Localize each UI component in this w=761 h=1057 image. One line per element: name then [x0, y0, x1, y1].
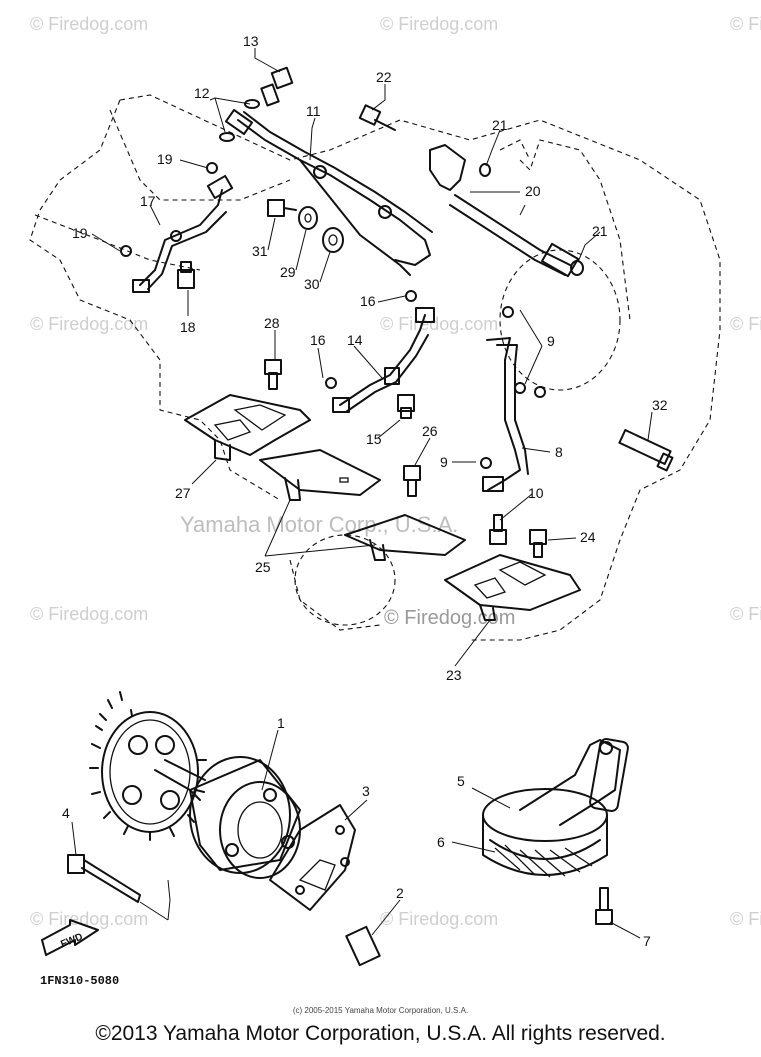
oil-pipe-20 — [429, 144, 584, 278]
oil-strainer-5-6 — [482, 738, 629, 878]
part-label: 16 — [310, 332, 326, 348]
part-label: 17 — [140, 193, 156, 209]
part-label: 15 — [366, 431, 382, 447]
part-label: 4 — [62, 805, 70, 821]
watermark: © Firedog.com — [380, 14, 498, 34]
part-label: 6 — [437, 834, 445, 850]
part-label: 16 — [360, 293, 376, 309]
bolt-4 — [67, 854, 141, 903]
pump-cover-3 — [269, 804, 356, 911]
watermark-yamaha: Yamaha Motor Corp., U.S.A. — [180, 512, 458, 537]
part-label: 8 — [555, 444, 563, 460]
leader-lines — [71, 48, 653, 939]
pipe-17 — [120, 162, 234, 293]
watermark: © Firedog.com — [30, 314, 148, 334]
baffle-plate-27 — [184, 394, 311, 461]
part-label: 27 — [175, 485, 191, 501]
part-label: 12 — [194, 85, 210, 101]
diagram-code: 1FN310-5080 — [40, 974, 120, 988]
baffle-plate-25-lower — [344, 514, 466, 561]
part-label: 18 — [180, 319, 196, 335]
watermark: © Firedog.com — [380, 314, 498, 334]
part-label: 29 — [280, 264, 296, 280]
watermark: © Firedog.com — [380, 909, 498, 929]
part-label: 19 — [157, 151, 173, 167]
footer-copyright: ©2013 Yamaha Motor Corporation, U.S.A. A… — [95, 1022, 666, 1045]
sensor-15 — [397, 394, 415, 419]
part-label: 14 — [347, 332, 363, 348]
part-label: 1 — [277, 715, 285, 731]
part-label: 5 — [457, 773, 465, 789]
engine-outline — [29, 94, 721, 641]
union-bolt-22 — [358, 104, 396, 131]
fwd-arrow-label: FWD — [59, 932, 84, 951]
part-label: 32 — [652, 397, 668, 413]
bolt-26 — [403, 465, 421, 497]
part-label: 3 — [362, 783, 370, 799]
parts-diagram: © Firedog.com © Firedog.com © Firedog.co… — [29, 14, 761, 967]
dowel-pin-2 — [345, 925, 381, 967]
part-labels: 13 12 11 22 21 20 21 19 17 19 18 31 29 3… — [62, 33, 668, 949]
part-label: 11 — [306, 103, 321, 119]
sensor-32 — [618, 429, 674, 472]
small-copyright: (c) 2005-2015 Yamaha Motor Corporation, … — [292, 1006, 469, 1015]
part-label: 20 — [525, 183, 541, 199]
watermark: © Firedog.com — [730, 314, 761, 334]
part-label: 7 — [643, 933, 651, 949]
oil-pump-1 — [89, 691, 301, 879]
pipe-8 — [480, 306, 546, 492]
part-label: 13 — [243, 33, 259, 49]
watermark-firedog-center: © Firedog.com — [384, 607, 515, 629]
watermark: © Firedog.com — [730, 604, 761, 624]
part-label: 31 — [252, 243, 268, 259]
bolt-10 — [489, 514, 507, 545]
part-label: 21 — [492, 117, 508, 133]
part-label: 23 — [446, 667, 462, 683]
banjo-bolt-13 — [260, 66, 294, 107]
part-label: 22 — [376, 69, 392, 85]
part-label: 9 — [547, 333, 555, 349]
sensor-18 — [177, 261, 195, 289]
part-label: 9 — [440, 454, 448, 470]
baffle-plate-25-upper — [259, 449, 381, 501]
gasket-12 — [219, 99, 260, 142]
part-label: 26 — [422, 423, 438, 439]
part-label: 30 — [304, 276, 320, 292]
part-label: 25 — [255, 559, 271, 575]
oil-delivery-pipe-11 — [224, 108, 433, 276]
watermark-layer: © Firedog.com © Firedog.com © Firedog.co… — [30, 14, 761, 929]
part-label: 19 — [72, 225, 88, 241]
watermark: © Firedog.com — [30, 909, 148, 929]
part-label: 28 — [264, 315, 280, 331]
bolt-24 — [529, 529, 547, 558]
pipe-14 — [325, 290, 435, 413]
part-label: 21 — [592, 223, 608, 239]
watermark: © Firedog.com — [730, 909, 761, 929]
part-label: 24 — [580, 529, 596, 545]
part-label: 2 — [396, 885, 404, 901]
bolt-31-washer-29-30 — [267, 199, 344, 253]
part-label: 10 — [528, 485, 544, 501]
watermark: © Firedog.com — [30, 604, 148, 624]
bolt-7 — [595, 887, 613, 925]
bolt-28 — [264, 359, 282, 390]
watermark: © Firedog.com — [730, 14, 761, 34]
watermark: © Firedog.com — [30, 14, 148, 34]
